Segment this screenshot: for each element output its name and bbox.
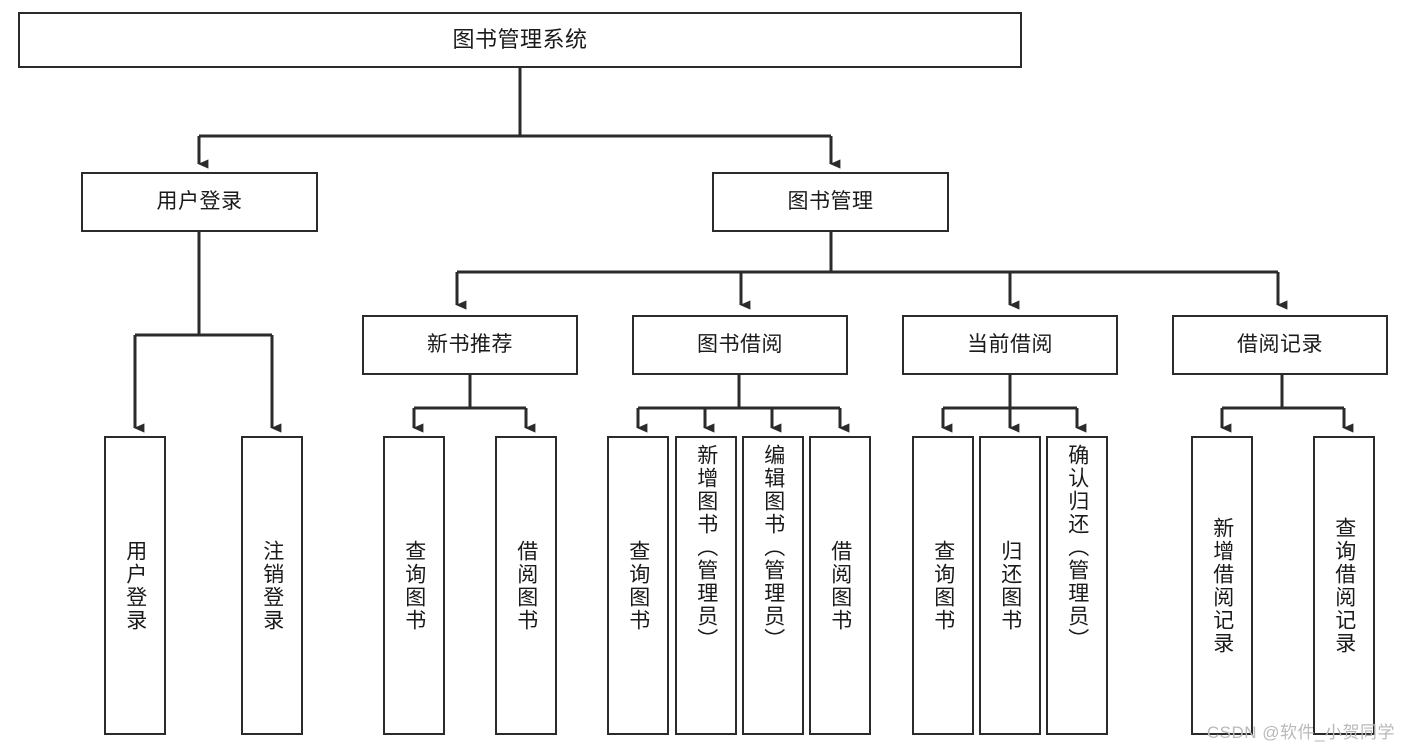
node-label: 当前借阅 <box>967 332 1053 356</box>
node-label: 查询图书 <box>626 539 650 632</box>
node-label: 借阅图书 <box>514 539 538 632</box>
node-user-login[interactable]: 用户登录 <box>81 172 318 232</box>
leaf-bb-edit-book-admin[interactable]: 编辑图书（管理员） <box>742 436 804 735</box>
node-label: 归还图书 <box>998 539 1022 632</box>
leaf-br-add-record[interactable]: 新增借阅记录 <box>1191 436 1253 735</box>
node-label: 新增借阅记录 <box>1210 516 1234 655</box>
leaf-br-query-record[interactable]: 查询借阅记录 <box>1313 436 1375 735</box>
node-label: 新增图书（管理员） <box>694 444 718 651</box>
node-label: 查询图书 <box>402 539 426 632</box>
node-borrow-record[interactable]: 借阅记录 <box>1172 315 1388 375</box>
leaf-cb-query-book[interactable]: 查询图书 <box>912 436 974 735</box>
leaf-nb-borrow-book[interactable]: 借阅图书 <box>495 436 557 735</box>
node-book-borrow[interactable]: 图书借阅 <box>632 315 848 375</box>
watermark-text: CSDN @软件_小贺同学 <box>1206 723 1395 742</box>
leaf-bb-query-book[interactable]: 查询图书 <box>607 436 669 735</box>
leaf-cb-confirm-return-admin[interactable]: 确认归还（管理员） <box>1046 436 1108 735</box>
node-label: 图书借阅 <box>697 332 783 356</box>
node-label: 借阅图书 <box>828 539 852 632</box>
leaf-cb-return-book[interactable]: 归还图书 <box>979 436 1041 735</box>
node-label: 查询图书 <box>931 539 955 632</box>
leaf-bb-borrow-book[interactable]: 借阅图书 <box>809 436 871 735</box>
leaf-bb-add-book-admin[interactable]: 新增图书（管理员） <box>675 436 737 735</box>
node-label: 确认归还（管理员） <box>1065 444 1089 651</box>
node-label: 借阅记录 <box>1237 332 1323 356</box>
node-label: 编辑图书（管理员） <box>761 444 785 651</box>
node-label: 用户登录 <box>123 539 147 632</box>
node-root-system[interactable]: 图书管理系统 <box>18 12 1022 68</box>
leaf-logout[interactable]: 注销登录 <box>241 436 303 735</box>
node-label: 新书推荐 <box>427 332 513 356</box>
node-label: 图书管理系统 <box>452 26 588 52</box>
node-label: 注销登录 <box>260 539 284 632</box>
node-label: 用户登录 <box>156 189 243 213</box>
node-label: 图书管理 <box>787 189 874 213</box>
node-book-management[interactable]: 图书管理 <box>712 172 949 232</box>
node-current-borrow[interactable]: 当前借阅 <box>902 315 1118 375</box>
leaf-nb-query-book[interactable]: 查询图书 <box>383 436 445 735</box>
node-label: 查询借阅记录 <box>1332 516 1356 655</box>
leaf-user-login[interactable]: 用户登录 <box>104 436 166 735</box>
node-new-book-recommend[interactable]: 新书推荐 <box>362 315 578 375</box>
